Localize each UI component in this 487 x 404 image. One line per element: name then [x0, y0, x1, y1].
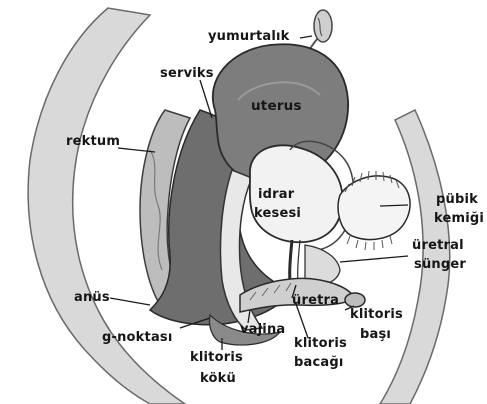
label-vajina: vajina	[240, 322, 285, 337]
label-kemigi: kemiği	[434, 211, 484, 226]
label-klitoris-basi-2: başı	[360, 327, 391, 342]
label-klitoris-bacagi-1: klitoris	[294, 336, 347, 351]
ovary	[314, 10, 332, 42]
label-klitoris-basi-1: klitoris	[350, 307, 403, 322]
pubic-bone	[338, 176, 410, 240]
label-uretra: üretra	[292, 293, 339, 308]
label-klitoris-koku-2: kökü	[200, 371, 236, 386]
label-pubik: pübik	[436, 192, 478, 207]
label-gnoktasi: g-noktası	[102, 330, 173, 345]
label-klitoris-koku-1: klitoris	[190, 350, 243, 365]
label-uterus: uterus	[251, 99, 302, 114]
label-uretral: üretral	[412, 238, 464, 253]
label-rektum: rektum	[66, 134, 120, 149]
clitoris-glans	[345, 293, 365, 307]
label-anus: anüs	[74, 290, 110, 305]
label-kesesi: kesesi	[254, 206, 301, 221]
label-serviks: serviks	[160, 66, 214, 81]
label-klitoris-bacagi-2: bacağı	[294, 355, 344, 370]
label-idrar: idrar	[258, 187, 294, 202]
label-sunger: sünger	[414, 257, 466, 272]
label-yumurtalik: yumurtalık	[208, 29, 290, 44]
